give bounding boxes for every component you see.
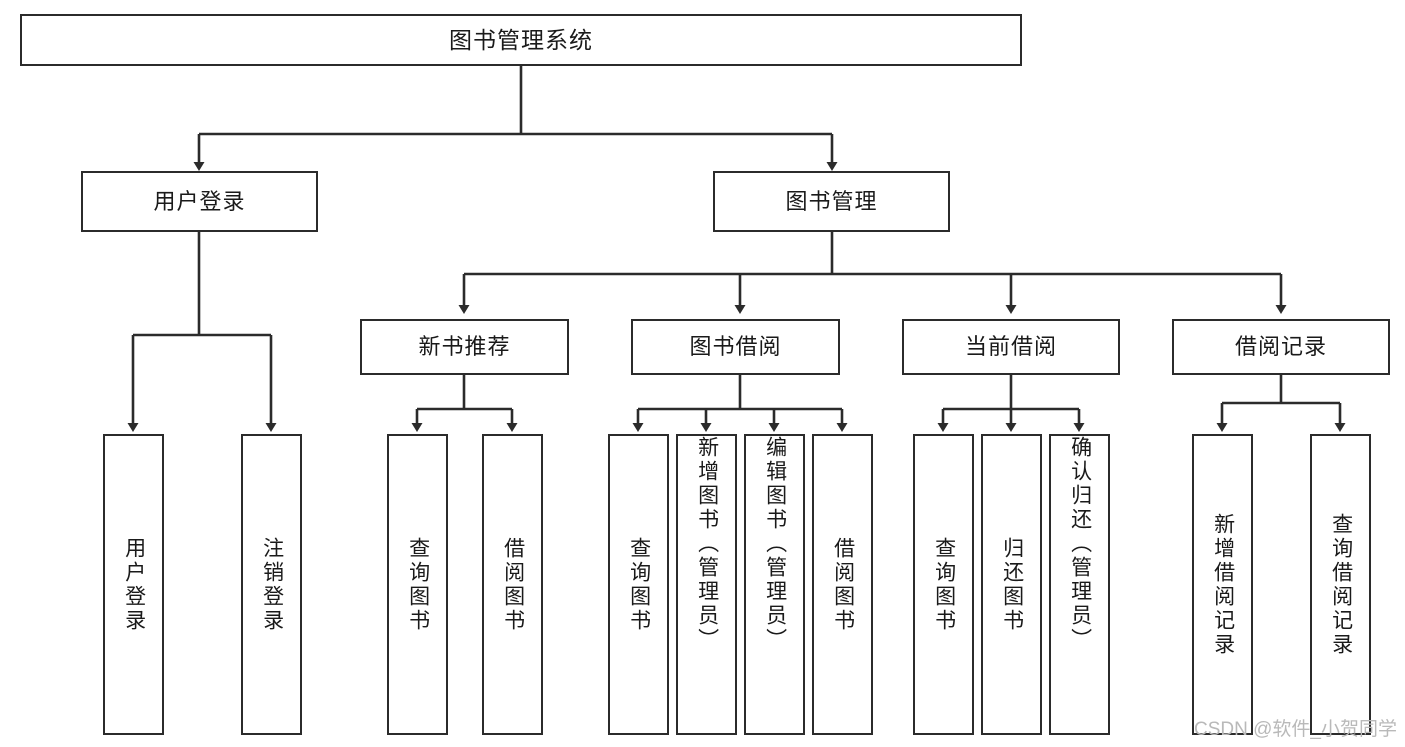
node-leaf-query-record-label: 查询借阅记录 [1329, 512, 1353, 657]
node-leaf-query-book-1-label: 查询图书 [406, 536, 430, 633]
node-book-management[interactable]: 图书管理 [713, 171, 950, 232]
node-new-book-recommend[interactable]: 新书推荐 [360, 319, 569, 375]
node-leaf-return-book[interactable]: 归还图书 [981, 434, 1042, 735]
node-leaf-edit-book-label: 编辑图书（管理员） [763, 436, 787, 652]
node-leaf-user-login[interactable]: 用户登录 [103, 434, 164, 735]
node-leaf-add-book-label: 新增图书（管理员） [695, 436, 719, 652]
node-leaf-query-book-2-label: 查询图书 [627, 536, 651, 633]
node-borrow-record[interactable]: 借阅记录 [1172, 319, 1390, 375]
node-current-borrow-label: 当前借阅 [964, 334, 1057, 360]
node-borrow-record-label: 借阅记录 [1234, 334, 1327, 360]
node-user-login-label: 用户登录 [153, 188, 246, 214]
node-leaf-query-book-3-label: 查询图书 [932, 536, 956, 633]
node-book-borrow[interactable]: 图书借阅 [631, 319, 840, 375]
node-leaf-borrow-book-2[interactable]: 借阅图书 [812, 434, 873, 735]
node-leaf-return-book-label: 归还图书 [1000, 536, 1024, 633]
node-user-login[interactable]: 用户登录 [81, 171, 318, 232]
node-leaf-logout-login[interactable]: 注销登录 [241, 434, 302, 735]
node-leaf-borrow-book-1-label: 借阅图书 [501, 536, 525, 633]
node-leaf-confirm-return[interactable]: 确认归还（管理员） [1049, 434, 1110, 735]
node-leaf-borrow-book-2-label: 借阅图书 [831, 536, 855, 633]
node-root-label: 图书管理系统 [449, 26, 593, 53]
node-leaf-query-book-3[interactable]: 查询图书 [913, 434, 974, 735]
node-current-borrow[interactable]: 当前借阅 [902, 319, 1120, 375]
node-leaf-user-login-label: 用户登录 [122, 536, 146, 633]
node-leaf-edit-book[interactable]: 编辑图书（管理员） [744, 434, 805, 735]
node-leaf-add-book[interactable]: 新增图书（管理员） [676, 434, 737, 735]
node-leaf-query-book-2[interactable]: 查询图书 [608, 434, 669, 735]
node-book-management-label: 图书管理 [785, 188, 878, 214]
node-leaf-query-record[interactable]: 查询借阅记录 [1310, 434, 1371, 735]
node-book-borrow-label: 图书借阅 [689, 334, 782, 360]
node-leaf-confirm-return-label: 确认归还（管理员） [1068, 436, 1092, 652]
node-leaf-logout-login-label: 注销登录 [260, 536, 284, 633]
csdn-watermark: CSDN @软件_小贺同学 [1194, 719, 1397, 740]
node-leaf-borrow-book-1[interactable]: 借阅图书 [482, 434, 543, 735]
node-root[interactable]: 图书管理系统 [20, 14, 1022, 66]
node-leaf-add-record-label: 新增借阅记录 [1211, 512, 1235, 657]
node-new-book-recommend-label: 新书推荐 [418, 334, 511, 360]
node-leaf-add-record[interactable]: 新增借阅记录 [1192, 434, 1253, 735]
node-leaf-query-book-1[interactable]: 查询图书 [387, 434, 448, 735]
